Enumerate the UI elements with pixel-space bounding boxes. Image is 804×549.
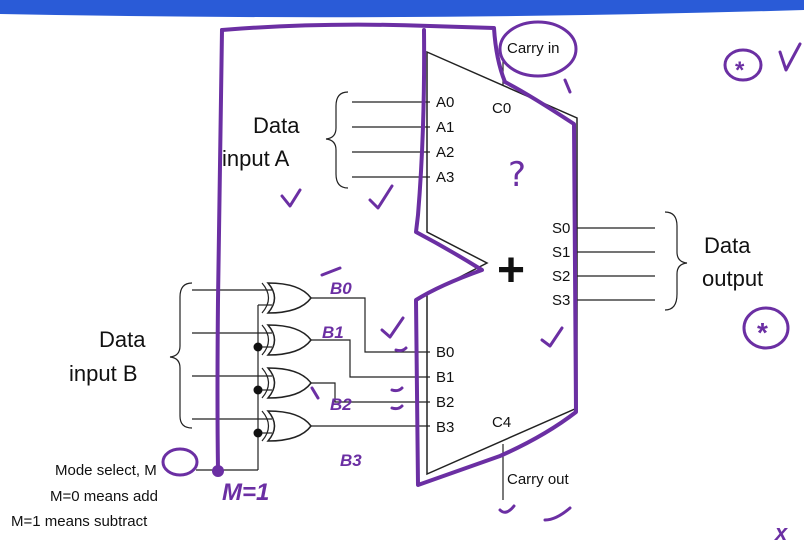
m-circle <box>161 447 199 477</box>
label-mode-select: Mode select, M <box>55 462 157 479</box>
star-circle-right <box>742 306 790 350</box>
label-data-input-b-1: Data <box>99 327 146 352</box>
label-data-input-a-1: Data <box>253 113 300 138</box>
pin-s3: S3 <box>552 292 570 309</box>
corner-mark: x <box>774 520 788 545</box>
label-data-input-b-2: input B <box>69 361 138 386</box>
pin-s1: S1 <box>552 244 570 261</box>
label-data-input-a-2: input A <box>222 146 290 171</box>
pin-s0: S0 <box>552 220 570 237</box>
star-right: * <box>757 317 768 348</box>
xor-gate-3 <box>261 410 312 442</box>
pin-b2: B2 <box>436 394 454 411</box>
label-carry-in: Carry in <box>507 40 560 57</box>
xor-gate-1 <box>261 324 312 356</box>
xor-gate-2 <box>261 367 312 399</box>
label-data-output-1: Data <box>704 233 751 258</box>
pin-a0: A0 <box>436 94 454 111</box>
label-mode-add: M=0 means add <box>50 488 158 505</box>
pin-c4: C4 <box>492 414 511 431</box>
pin-b0: B0 <box>436 344 454 361</box>
mode-bus <box>196 304 272 471</box>
a-input-wires <box>325 91 430 189</box>
pin-labels: A0 A1 A2 A3 C0 S0 S1 S2 S3 B0 B1 B2 B3 C… <box>436 94 570 436</box>
b-input-wires <box>169 282 272 429</box>
sum-output-wires <box>574 211 688 311</box>
star-top: * <box>735 57 745 84</box>
pin-a2: A2 <box>436 144 454 161</box>
annot-b0: B0 <box>330 279 352 298</box>
label-data-output-2: output <box>702 266 763 291</box>
pin-b3: B3 <box>436 419 454 436</box>
label-mode-subtract: M=1 means subtract <box>11 513 148 530</box>
xor-gate-0 <box>261 282 312 314</box>
pin-a3: A3 <box>436 169 454 186</box>
m-junction-dot <box>212 465 224 477</box>
adder-block <box>426 50 578 476</box>
annot-b2: B2 <box>330 395 352 414</box>
xor-gates <box>261 282 312 442</box>
pin-b1: B1 <box>436 369 454 386</box>
top-banner <box>0 0 804 18</box>
annot-b3: B3 <box>340 451 362 470</box>
star-circle-top <box>723 48 763 82</box>
plus-symbol: + <box>497 244 525 297</box>
pin-s2: S2 <box>552 268 570 285</box>
m-equals-1: M=1 <box>222 479 269 506</box>
question-mark: ? <box>508 155 526 195</box>
pin-a1: A1 <box>436 119 454 136</box>
gate-output-wires <box>311 297 430 427</box>
carry-in-circle <box>498 20 578 78</box>
label-carry-out: Carry out <box>507 471 570 488</box>
pin-c0: C0 <box>492 100 511 117</box>
handwritten-annotations: ? M=1 B0 B1 B2 B3 * * x <box>161 20 802 545</box>
annot-b1: B1 <box>322 323 344 342</box>
